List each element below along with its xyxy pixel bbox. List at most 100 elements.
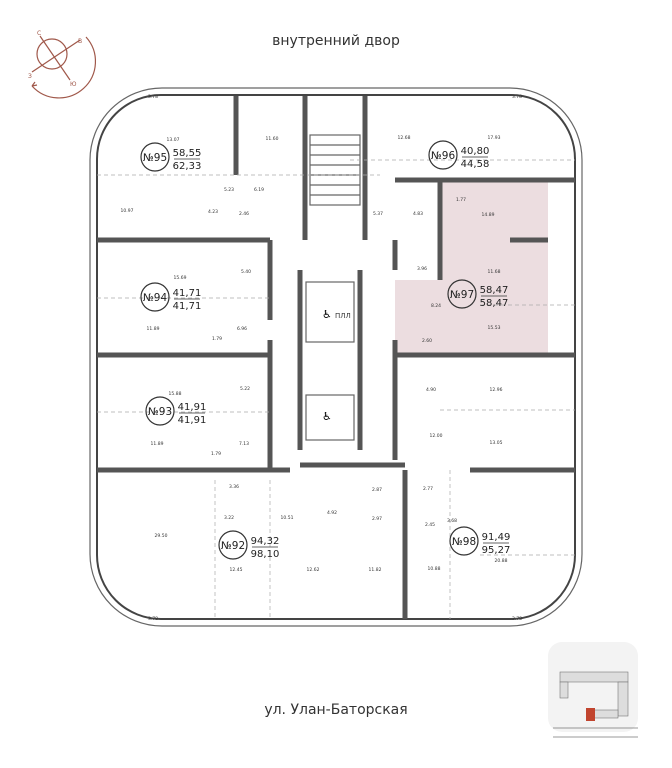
- total-area: 41,71: [173, 301, 202, 312]
- room-area: 1.79: [211, 451, 221, 457]
- apartment-92[interactable]: №92 94,32 98,10 29.50 3.36 3.22 10.51 12.45 12.6…: [155, 484, 383, 573]
- apartment-number-circle: [447, 279, 477, 309]
- room-area: 12.62: [307, 567, 320, 573]
- wheelchair-icon: ♿: [322, 410, 332, 423]
- room-area: 3.22: [224, 515, 234, 521]
- room-area: 10.51: [281, 515, 294, 521]
- current-building-marker: [586, 708, 595, 721]
- total-area: 58,47: [480, 298, 509, 309]
- apartment-number: №93: [148, 406, 172, 418]
- room-area: 12.96: [490, 387, 503, 393]
- room-area: 1.77: [456, 197, 466, 203]
- total-area: 62,33: [173, 161, 202, 172]
- building-outline: [89, 87, 583, 627]
- room-area: 8.24: [431, 303, 441, 309]
- room-area: 12.68: [398, 135, 411, 141]
- room-area: 15.88: [169, 391, 182, 397]
- room-area: 4.83: [413, 211, 423, 217]
- elevator-1: [305, 281, 355, 343]
- room-area: 15.69: [174, 275, 187, 281]
- total-area: 95,27: [482, 545, 511, 556]
- elevator-label: ПЛЛ: [335, 312, 351, 320]
- compass-e: В: [78, 38, 82, 45]
- apartment-number-circle: [218, 530, 248, 560]
- room-area: 13.05: [490, 440, 503, 446]
- room-area: 12.45: [230, 567, 243, 573]
- living-area: 58,55: [173, 148, 202, 159]
- living-area: 91,49: [482, 532, 511, 543]
- room-area: 29.50: [155, 533, 168, 539]
- room-area: 4.23: [208, 209, 218, 215]
- room-area: 1.79: [212, 336, 222, 342]
- room-area: 2.97: [372, 516, 382, 522]
- room-area: 12.00: [430, 433, 443, 439]
- room-area: 3.96: [417, 266, 427, 272]
- courtyard-label: внутренний двор: [272, 33, 400, 49]
- room-area: 2.45: [425, 522, 435, 528]
- apartment-number-circle: [145, 396, 175, 426]
- room-area: 3.68: [447, 518, 457, 524]
- living-area: 41,91: [178, 402, 207, 413]
- location-minimap: [548, 642, 638, 738]
- living-area: 58,47: [480, 285, 509, 296]
- room-area: 17.93: [488, 135, 501, 141]
- apartment-number-circle: [140, 282, 170, 312]
- room-area: 20.88: [495, 558, 508, 564]
- room-area: 6.96: [237, 326, 247, 332]
- room-area: 5.40: [241, 269, 251, 275]
- apartment-number: №95: [143, 152, 167, 164]
- apartment-number: №92: [221, 540, 245, 552]
- room-area: 5.23: [224, 187, 234, 193]
- compass-w: З: [28, 73, 32, 80]
- staircase: [309, 134, 361, 206]
- apartment-number: №96: [431, 150, 456, 162]
- apartment-number: №98: [452, 536, 476, 548]
- compass-icon: [31, 35, 97, 99]
- apartment-number: №94: [143, 292, 168, 304]
- compass-s: Ю: [70, 81, 77, 88]
- room-area: 2.46: [239, 211, 249, 217]
- apartment-number-circle: [449, 526, 479, 556]
- wall-dimension: 3.78: [512, 616, 522, 622]
- room-area: 10.88: [428, 566, 441, 572]
- wall-dimension: 3.78: [512, 94, 522, 100]
- apartment-98[interactable]: №98 91,49 95,27 4.90 12.96 12.00 13.05 2.77 2.45…: [423, 387, 510, 572]
- room-area: 11.60: [266, 136, 279, 142]
- room-area: 2.87: [372, 487, 382, 493]
- room-area: 4.90: [426, 387, 436, 393]
- room-area: 14.89: [482, 212, 495, 218]
- total-area: 44,58: [461, 159, 490, 170]
- room-area: 2.77: [423, 486, 433, 492]
- living-area: 94,32: [251, 536, 280, 547]
- total-area: 98,10: [251, 549, 280, 560]
- apartment-96[interactable]: №96 40,80 44,58 12.68 17.93 5.37 4.83 1.77 14.89: [373, 135, 501, 218]
- wall-dimension: 3.78: [148, 94, 158, 100]
- room-area: 7.13: [239, 441, 249, 447]
- room-area: 6.19: [254, 187, 264, 193]
- room-area: 4.92: [327, 510, 337, 516]
- walls: [97, 96, 575, 619]
- apartment-93[interactable]: №93 41,91 41,91 15.88 5.22 11.89 7.13 1.79: [145, 386, 250, 457]
- room-area: 2.60: [422, 338, 432, 344]
- room-area: 5.37: [373, 211, 383, 217]
- wall-dimension: 3.78: [148, 616, 158, 622]
- compass-n: С: [37, 30, 41, 37]
- apartment-number-circle: [428, 140, 458, 170]
- room-area: 10.97: [121, 208, 134, 214]
- street-label: ул. Улан-Баторская: [264, 702, 408, 718]
- room-area: 11.68: [488, 269, 501, 275]
- living-area: 40,80: [461, 146, 490, 157]
- wheelchair-icon: ♿: [322, 308, 332, 321]
- total-area: 41,91: [178, 415, 207, 426]
- elevator-2: [305, 394, 355, 441]
- room-area: 5.22: [240, 386, 250, 392]
- room-area: 3.36: [229, 484, 239, 490]
- apartment-97-highlight[interactable]: [395, 180, 548, 355]
- room-area: 15.53: [488, 325, 501, 331]
- room-area: 11.89: [151, 441, 164, 447]
